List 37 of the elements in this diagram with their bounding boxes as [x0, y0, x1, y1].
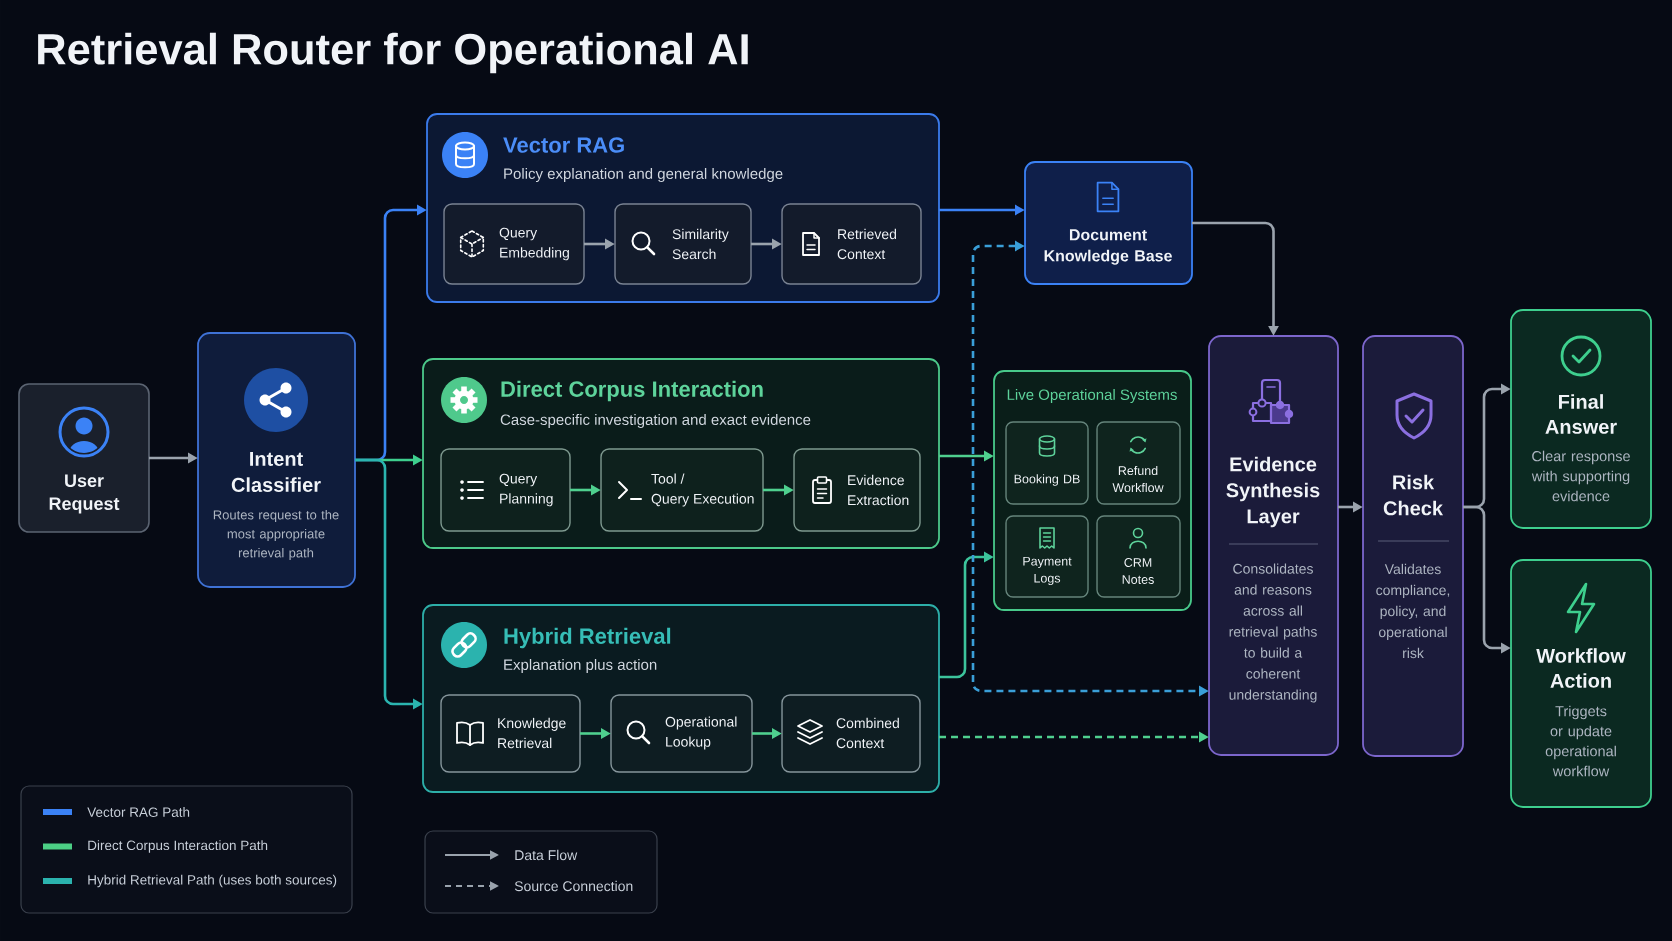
legend-text: Source Connection	[514, 880, 633, 892]
box-description: Consolidates and reasons across all retrieval paths to build a coherent understanding	[1229, 563, 1317, 703]
box-description: Routes request to the most appropriate retrieval path	[213, 509, 339, 561]
box-title: Intent Classifier	[231, 452, 321, 492]
box-description: Triggets or update operational workflow	[1545, 705, 1616, 777]
step-box: Query Planning	[440, 448, 571, 532]
system-box: Payment Logs	[1005, 515, 1089, 598]
system-box: CRM Notes	[1096, 515, 1181, 598]
legend-text: Direct Corpus Interaction Path	[88, 840, 268, 853]
step-box: Tool / Query Execution	[600, 448, 764, 532]
process-box: Document Knowledge Base	[1024, 161, 1193, 285]
title: Retrieval Router for Operational AI	[38, 32, 748, 74]
box-title: Evidence Synthesis Layer	[1226, 456, 1320, 528]
legend-text: Hybrid Retrieval Path (uses both sources)	[88, 874, 337, 888]
panel-title: Vector RAG	[503, 137, 624, 153]
step-box: Retrieved Context	[781, 203, 922, 285]
process-box: User Request	[18, 383, 150, 533]
step-box: Combined Context	[781, 694, 921, 773]
panel-title: Hybrid Retrieval	[504, 627, 671, 649]
legend-text: Vector RAG Path	[87, 807, 190, 817]
step-box: Similarity Search	[614, 203, 752, 285]
box-title: Final Answer	[1545, 394, 1617, 434]
step-box: Operational Lookup	[610, 694, 753, 773]
box-description: Validates compliance, policy, and operational risk	[1376, 563, 1450, 659]
system-box: Refund Workflow	[1096, 421, 1181, 505]
box-description: Clear response with supporting evidence	[1531, 450, 1630, 502]
panel-title: Direct Corpus Interaction	[501, 380, 763, 402]
legend-text: Data Flow	[515, 849, 578, 861]
step-box: Knowledge Retrieval	[440, 694, 581, 773]
step-box: Evidence Extraction	[793, 448, 921, 532]
panel-subtitle: Case-specific investigation and exact evidence	[500, 414, 811, 428]
system-box: Booking DB	[1005, 421, 1089, 505]
step-box: Query Embedding	[443, 203, 585, 285]
box-title: Risk Check	[1383, 474, 1444, 516]
panel-subtitle: Explanation plus action	[504, 659, 657, 673]
panel-subtitle: Policy explanation and general knowledge	[504, 168, 783, 182]
box-title: Workflow Action	[1536, 648, 1626, 688]
